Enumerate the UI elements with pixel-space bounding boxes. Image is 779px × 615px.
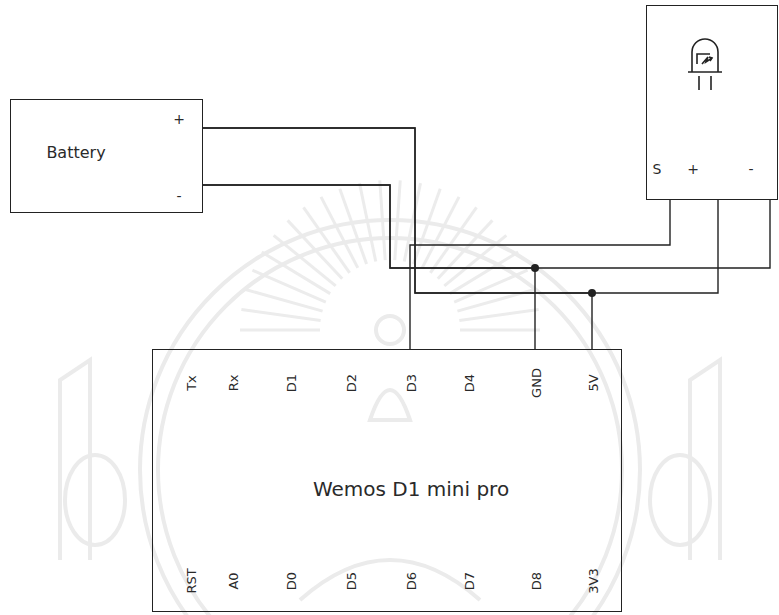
battery-box: Battery + - xyxy=(10,99,203,213)
pin-name: D0 xyxy=(285,572,298,590)
watermark-ray xyxy=(240,329,320,332)
watermark-ray xyxy=(321,197,358,268)
watermark-ray xyxy=(241,310,320,321)
watermark-ray xyxy=(459,310,538,321)
pin-name: Rx xyxy=(227,375,240,392)
wire xyxy=(203,185,770,268)
led-leg xyxy=(698,76,700,90)
pin-name: D5 xyxy=(345,572,358,590)
junction-dot xyxy=(588,289,596,297)
junction-dot xyxy=(531,264,539,272)
led-module-box: S + - xyxy=(646,5,778,200)
pin-name: S xyxy=(653,162,662,176)
led-light-arrow xyxy=(702,57,712,64)
watermark-ray xyxy=(460,329,540,332)
wire xyxy=(203,185,535,349)
pin-name: D4 xyxy=(463,374,476,392)
pin-name: D7 xyxy=(463,572,476,590)
board-name: Wemos D1 mini pro xyxy=(313,479,509,499)
pin-name: D1 xyxy=(285,374,298,392)
watermark-ray xyxy=(413,189,440,264)
pin-name: D3 xyxy=(405,374,418,392)
pin-name: + xyxy=(687,162,699,176)
pin-name: RST xyxy=(185,568,198,593)
led-base xyxy=(688,71,722,73)
terminal-sign: - xyxy=(176,189,181,203)
pin-name: D6 xyxy=(405,572,418,590)
board-box: Tx Rx D1 D2 D3 D4 GND 5V Wemos D1 mini proRST A0 D… xyxy=(152,349,622,612)
pin-name: - xyxy=(748,162,753,176)
pin-name: GND xyxy=(530,368,543,398)
led-leg xyxy=(710,76,712,90)
component-name: Battery xyxy=(46,145,105,161)
pin-name: A0 xyxy=(227,572,240,589)
wire xyxy=(203,128,592,349)
pin-name: 5V xyxy=(587,374,600,391)
pin-name: D2 xyxy=(345,374,358,392)
led-light-arrow xyxy=(709,57,712,61)
pin-name: D8 xyxy=(530,572,543,590)
terminal-sign: + xyxy=(173,112,185,126)
pin-name: 3V3 xyxy=(587,568,600,593)
pin-name: Tx xyxy=(185,375,198,391)
wire xyxy=(410,200,670,349)
led-dome xyxy=(692,39,718,72)
watermark-ray xyxy=(246,290,323,312)
